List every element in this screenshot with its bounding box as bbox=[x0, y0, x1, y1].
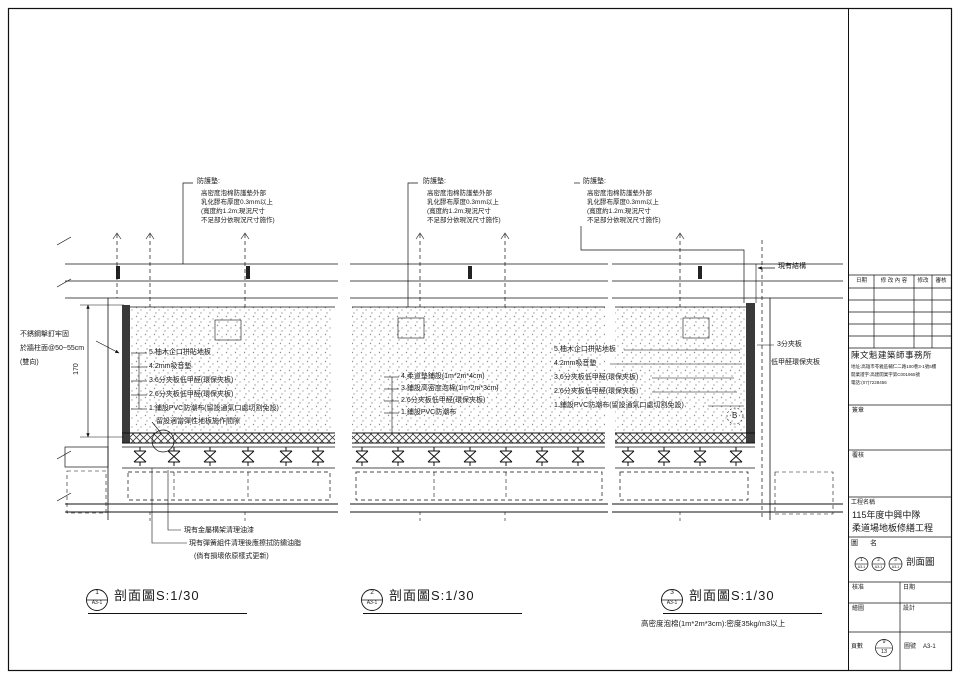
protection-note-2-line2: 乳化膠布厚度0.3mm以上 bbox=[427, 199, 499, 206]
signature-label: 簽章 bbox=[852, 408, 865, 414]
wall-anchor-note-line2: 於牆柱面@50~55cm bbox=[20, 345, 85, 352]
rev-header-content: 修 改 內 容 bbox=[880, 278, 908, 284]
s1-bubble-ref: A3-1 bbox=[91, 600, 103, 606]
check-label: 覆核 bbox=[852, 453, 865, 459]
protection-note-3-line3: (寬度約1.2m;現況尺寸 bbox=[587, 208, 651, 215]
s2-bubble-ref: A3-1 bbox=[366, 600, 378, 606]
protection-note-3-line1: 高密度泡棉防護墊外部 bbox=[587, 190, 652, 197]
tb-marker3-num: 3 bbox=[894, 557, 897, 562]
s3-bubble-ref: A3-1 bbox=[666, 600, 678, 606]
protection-note-3-line2: 乳化膠布厚度0.3mm以上 bbox=[587, 199, 659, 206]
s3-layer-3: 3.6分夾板低甲醛(環保夾板) bbox=[554, 374, 639, 381]
office-phone: 電話:(07)7228456 bbox=[851, 380, 887, 385]
protection-note-1-line2: 乳化膠布厚度0.3mm以上 bbox=[201, 199, 273, 206]
approve-label: 核准 bbox=[852, 585, 865, 591]
project-name-line2: 柔道場地板修繕工程 bbox=[852, 523, 934, 533]
titleblock-grid bbox=[848, 274, 952, 671]
page-number: 9 bbox=[882, 639, 886, 645]
s2-bubble-number: 2 bbox=[370, 589, 374, 596]
protection-note-1-title: 防護墊: bbox=[197, 178, 220, 185]
tb-marker3-ref: A3-1 bbox=[891, 565, 900, 569]
sheet-number-value: A3-1 bbox=[923, 644, 936, 650]
s3-section-title: 剖面圖S:1/30 bbox=[689, 588, 775, 603]
project-name-line1: 115年度中興中隊 bbox=[852, 510, 921, 520]
s1-bubble-number: 1 bbox=[95, 589, 99, 596]
tb-marker2-num: 2 bbox=[877, 557, 880, 562]
s3-layer-1: 1.鋪設PVC防潮布(留設通氣口處切割免設) bbox=[554, 402, 684, 409]
s3-layer-5: 5.柚木企口拼貼地板 bbox=[554, 346, 616, 353]
s1-layer-4: 4:2mm吸音墊 bbox=[149, 363, 192, 370]
date-label: 日期 bbox=[903, 585, 916, 591]
s2-layer-4: 4.柔道墊鋪設(1m*2m*4cm) bbox=[401, 373, 485, 380]
s1-layer-3: 3.6分夾板低甲醛(環保夾板) bbox=[149, 377, 234, 384]
page-label: 頁數 bbox=[851, 644, 864, 650]
s1-gap-note: 留設適當彈性地板施作間隙 bbox=[156, 418, 240, 425]
section-title-bubbles bbox=[86, 589, 822, 614]
dimension-170: 170 bbox=[72, 363, 80, 375]
s3-layer-4: 4.2mm吸音墊 bbox=[554, 360, 597, 367]
foam-density-note: 高密度泡棉(1m*2m*3cm):密度35kg/m3以上 bbox=[641, 619, 786, 628]
sheet-border bbox=[7, 7, 953, 672]
tb-marker1-num: 1 bbox=[860, 557, 863, 562]
s3-layer-2: 2.6分夾板低甲醛(環保夾板) bbox=[554, 388, 639, 395]
office-license: 開業證字:高建開業字第C001965號 bbox=[851, 372, 921, 377]
s1-bottom-note-2: 現有彈簧組件清理後應擦拭防鏽油脂 bbox=[189, 540, 301, 547]
protection-note-3-line4: 不足部分依現況尺寸施作) bbox=[587, 217, 661, 224]
office-address: 地址:高雄市苓雅區輔仁二路100巷3-1號5樓 bbox=[851, 364, 937, 369]
protection-note-2-line1: 高密度泡棉防護墊外部 bbox=[427, 190, 492, 197]
s3-existing-structure-label: 現有結構 bbox=[778, 263, 806, 270]
s3-plywood-label2: 低甲醛環保夾板 bbox=[771, 359, 820, 366]
office-name: 陳文魁建築師事務所 bbox=[851, 350, 933, 360]
s1-layer-2: 2.6分夾板低甲醛(環保夾板) bbox=[149, 391, 234, 398]
drawing-name-label: 圖 名 bbox=[851, 540, 882, 547]
rev-header-review: 審核 bbox=[935, 278, 947, 284]
draft-label: 繪圖 bbox=[852, 606, 865, 612]
project-label: 工程名稱 bbox=[851, 500, 876, 506]
s3-plywood-label: 3分夾板 bbox=[777, 341, 802, 348]
page-total: 13 bbox=[880, 649, 888, 655]
design-label: 設計 bbox=[903, 606, 916, 612]
protection-note-1-line3: (寬度約1.2m;現況尺寸 bbox=[201, 208, 265, 215]
s1-bottom-note-1: 現有金屬構架清理油漆 bbox=[184, 527, 254, 534]
rev-header-date: 日期 bbox=[855, 278, 867, 284]
section-1-linework bbox=[56, 182, 338, 544]
tb-marker1-ref: A3-1 bbox=[857, 565, 866, 569]
s1-section-title: 剖面圖S:1/30 bbox=[114, 588, 200, 603]
section-3-linework bbox=[574, 182, 843, 524]
tb-marker2-ref: A3-1 bbox=[874, 565, 883, 569]
s3-bubble-number: 3 bbox=[670, 589, 674, 596]
s2-layer-2: 2.6分夾板低甲醛(環保夾板) bbox=[401, 397, 486, 404]
s2-section-title: 剖面圖S:1/30 bbox=[389, 588, 475, 603]
protection-note-1-line4: 不足部分依現況尺寸施作) bbox=[201, 217, 275, 224]
protection-note-2-title: 防護墊: bbox=[423, 178, 446, 185]
protection-note-3-title: 防護墊: bbox=[583, 178, 606, 185]
s1-layer-5: 5.柚木企口拼貼地板 bbox=[149, 349, 211, 356]
sheet-number-label: 圖號 bbox=[904, 644, 917, 650]
s1-bottom-note-3: (倘有損壞依原樣式更新) bbox=[194, 553, 269, 560]
protection-note-2-line4: 不足部分依現況尺寸施作) bbox=[427, 217, 501, 224]
protection-note-2-line3: (寬度約1.2m;現況尺寸 bbox=[427, 208, 491, 215]
s1-layer-1: 1.鋪設PVC防潮布(留設通氣口處切割免設) bbox=[149, 405, 279, 412]
s3-detail-marker-b: B bbox=[732, 411, 738, 420]
tb-drawing-name: 剖面圖 bbox=[906, 557, 935, 568]
wall-anchor-note-line1: 不銹鋼擊釘牢固 bbox=[20, 331, 69, 338]
s2-layer-1: 1.鋪設PVC防潮布 bbox=[401, 409, 457, 416]
wall-anchor-note-line3: (雙向) bbox=[20, 359, 39, 366]
protection-note-1-line1: 高密度泡棉防護墊外部 bbox=[201, 190, 266, 197]
section-2-linework bbox=[350, 182, 608, 524]
rev-header-modify: 修改 bbox=[917, 278, 929, 284]
s2-layer-3: 3.鋪設高密度泡棉(1m*2m*3cm) bbox=[401, 385, 499, 392]
